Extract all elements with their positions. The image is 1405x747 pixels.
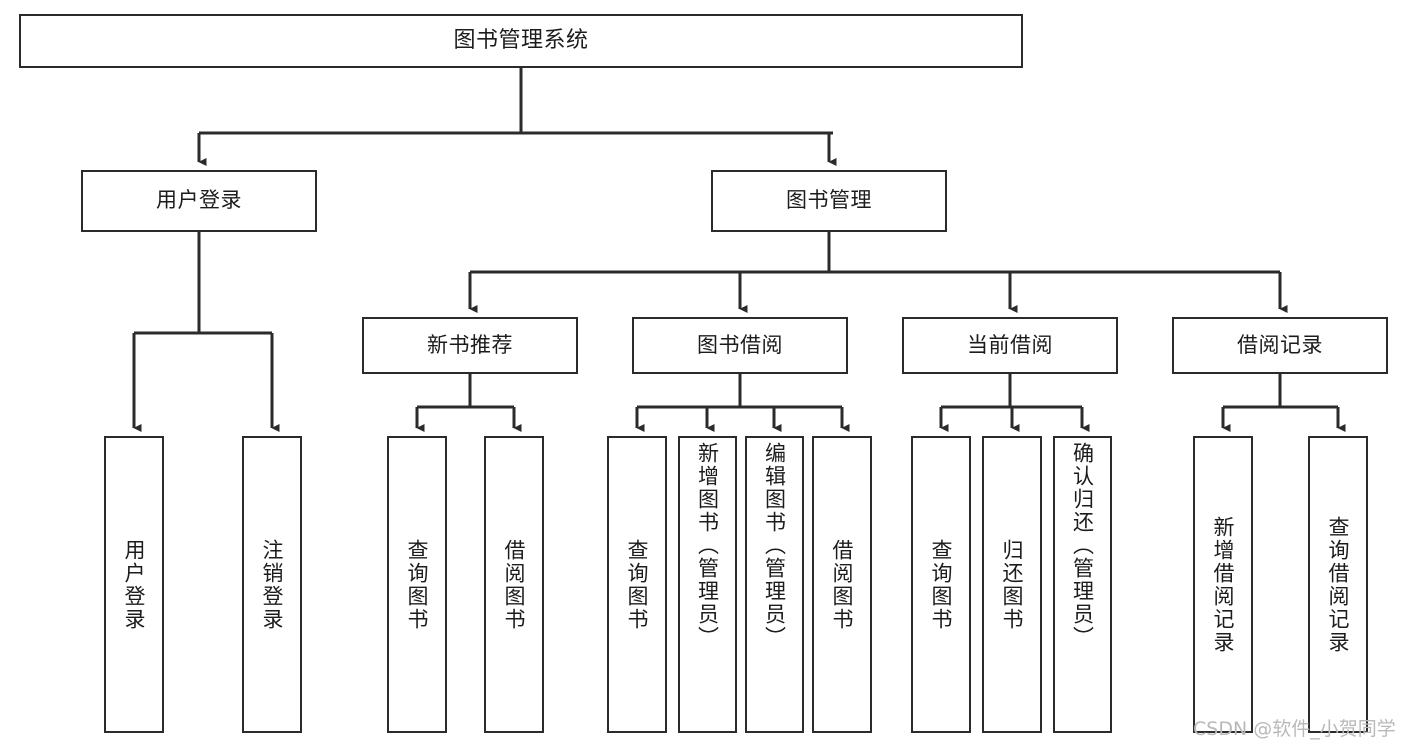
node-leaf-borrow-query[interactable]: 查询图书	[607, 436, 667, 733]
node-leaf-borrow-query-label: 查询图书	[625, 538, 650, 631]
node-leaf-user-logout[interactable]: 注销登录	[242, 436, 302, 733]
node-root-label: 图书管理系统	[453, 27, 589, 53]
node-leaf-borrow-add-label: 新增图书（管理员）	[695, 442, 720, 649]
node-new-book-rec[interactable]: 新书推荐	[362, 317, 578, 374]
node-book-manage[interactable]: 图书管理	[711, 170, 947, 232]
node-leaf-current-confirm-label: 确认归还（管理员）	[1070, 442, 1095, 649]
node-leaf-user-logout-label: 注销登录	[260, 538, 285, 631]
node-leaf-borrow-lend-label: 借阅图书	[830, 538, 855, 631]
node-user-login[interactable]: 用户登录	[81, 170, 317, 232]
node-leaf-record-query-label: 查询借阅记录	[1326, 515, 1351, 654]
node-leaf-rec-borrow[interactable]: 借阅图书	[484, 436, 544, 733]
node-leaf-borrow-edit[interactable]: 编辑图书（管理员）	[745, 436, 804, 733]
node-borrow-record[interactable]: 借阅记录	[1172, 317, 1388, 374]
csdn-watermark: CSDN @软件_小贺同学	[1193, 718, 1396, 740]
node-leaf-rec-query-label: 查询图书	[405, 538, 430, 631]
node-leaf-record-add-label: 新增借阅记录	[1211, 515, 1236, 654]
node-leaf-rec-borrow-label: 借阅图书	[502, 538, 527, 631]
node-leaf-borrow-edit-label: 编辑图书（管理员）	[762, 442, 787, 649]
node-leaf-borrow-add[interactable]: 新增图书（管理员）	[678, 436, 737, 733]
node-current-borrow-label: 当前借阅	[967, 332, 1053, 357]
node-leaf-current-return-label: 归还图书	[1000, 538, 1025, 631]
node-book-manage-label: 图书管理	[786, 188, 872, 213]
node-leaf-rec-query[interactable]: 查询图书	[387, 436, 447, 733]
node-book-borrow[interactable]: 图书借阅	[632, 317, 848, 374]
node-current-borrow[interactable]: 当前借阅	[902, 317, 1118, 374]
node-user-login-label: 用户登录	[156, 188, 242, 213]
node-book-borrow-label: 图书借阅	[697, 332, 783, 357]
node-leaf-current-query-label: 查询图书	[929, 538, 954, 631]
node-root[interactable]: 图书管理系统	[19, 14, 1023, 68]
node-leaf-record-add[interactable]: 新增借阅记录	[1193, 436, 1253, 733]
node-leaf-borrow-lend[interactable]: 借阅图书	[812, 436, 872, 733]
node-leaf-user-login-label: 用户登录	[122, 538, 147, 631]
node-leaf-record-query[interactable]: 查询借阅记录	[1308, 436, 1368, 733]
node-leaf-current-return[interactable]: 归还图书	[982, 436, 1042, 733]
node-leaf-user-login[interactable]: 用户登录	[104, 436, 164, 733]
node-leaf-current-confirm[interactable]: 确认归还（管理员）	[1053, 436, 1112, 733]
node-borrow-record-label: 借阅记录	[1237, 332, 1323, 357]
node-new-book-rec-label: 新书推荐	[427, 332, 513, 357]
node-leaf-current-query[interactable]: 查询图书	[911, 436, 971, 733]
